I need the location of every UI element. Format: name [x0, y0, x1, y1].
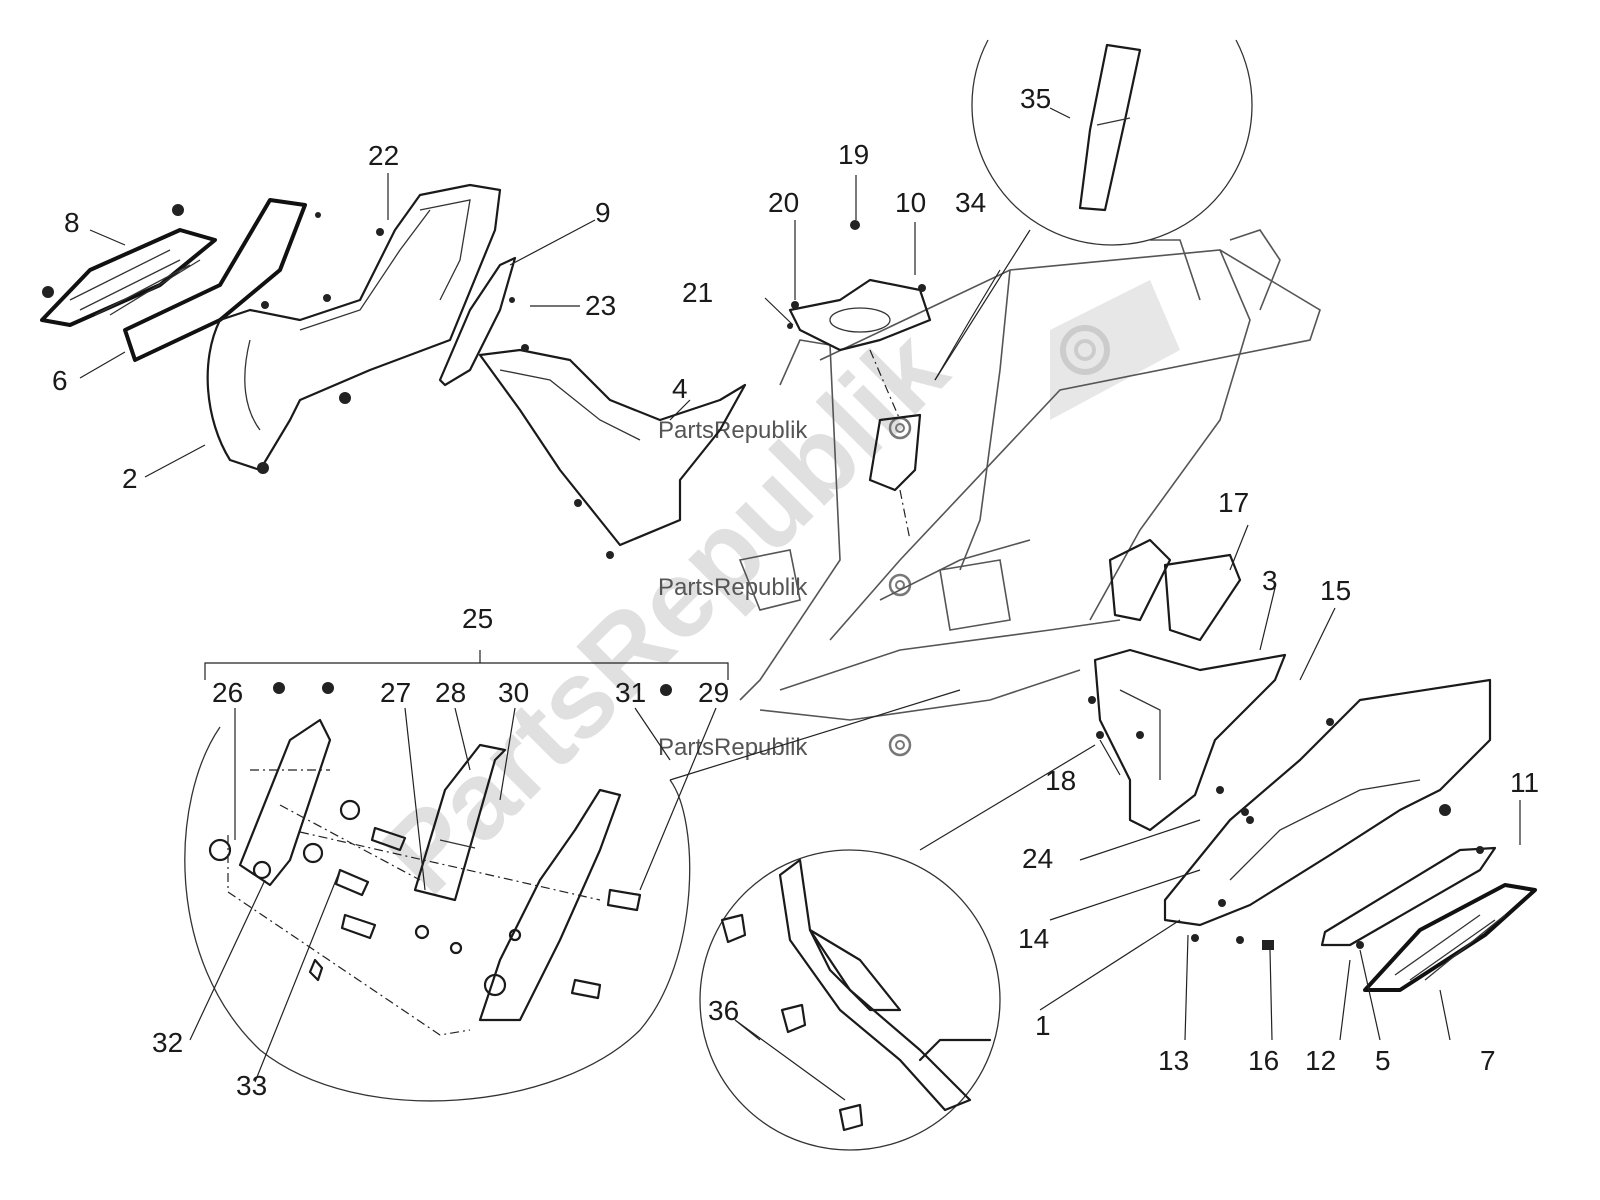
part-26-bracket: [238, 718, 332, 887]
callout-32: 32: [152, 1027, 183, 1058]
part-2-front-shield: [206, 183, 502, 474]
part-17-bracket: [1108, 538, 1242, 642]
callout-22: 22: [368, 140, 399, 171]
part-36-floor-detail: [778, 858, 972, 1112]
callout-12: 12: [1305, 1045, 1336, 1076]
part-30-cover: [478, 788, 622, 1022]
gear-icon: [1060, 325, 1110, 375]
callout-13: 13: [1158, 1045, 1189, 1076]
callout-35: 35: [1020, 83, 1051, 114]
callout-33: 33: [236, 1070, 267, 1101]
part-9-panel: [438, 256, 517, 387]
detail-circle-bottom: [699, 744, 1096, 1151]
callout-27: 27: [380, 677, 411, 708]
watermark-small-3: PartsRepublik: [658, 733, 912, 761]
callout-29: 29: [698, 677, 729, 708]
callout-26: 26: [212, 677, 243, 708]
callout-21: 21: [682, 277, 713, 308]
detail-circle-25: [184, 650, 961, 1102]
callout-7: 7: [1480, 1045, 1496, 1076]
callout-30: 30: [498, 677, 529, 708]
leader-lines: [79, 107, 1521, 1083]
callout-25: 25: [462, 603, 493, 634]
part-5-strip: [1320, 846, 1497, 947]
callout-labels: 1 2 3 4 5 6 7 8 9 10 11 12 13 14 15 16 1…: [52, 83, 1539, 1101]
callout-10: 10: [895, 187, 926, 218]
watermark-large-text: PartsRepublik: [360, 306, 971, 917]
detail-circle-top: [934, 39, 1253, 381]
part-35-trim: [1078, 43, 1142, 212]
part-6-side-panel: [123, 198, 307, 362]
callout-18: 18: [1045, 765, 1076, 796]
callout-17: 17: [1218, 487, 1249, 518]
watermark-small-text-3: PartsRepublik: [658, 734, 808, 761]
callout-31: 31: [615, 677, 646, 708]
watermark-flag-icon: [1050, 280, 1180, 420]
screws: [315, 212, 1484, 950]
callout-11: 11: [1510, 767, 1539, 798]
callout-4: 4: [672, 373, 688, 404]
callout-28: 28: [435, 677, 466, 708]
callout-23: 23: [585, 290, 616, 321]
callout-36: 36: [708, 995, 739, 1026]
callout-8: 8: [64, 207, 80, 238]
callout-19: 19: [838, 139, 869, 170]
gear-icon: [888, 573, 912, 597]
watermark-small-text-1: PartsRepublik: [658, 417, 808, 444]
watermark-small-2: PartsRepublik: [658, 573, 912, 601]
part-34-bracket: [868, 413, 922, 492]
part-1-floor-panel: [1163, 678, 1492, 927]
part-8-grille: [40, 204, 217, 327]
callout-1: 1: [1035, 1010, 1051, 1041]
callout-5: 5: [1375, 1045, 1391, 1076]
watermark-small-text-2: PartsRepublik: [658, 574, 808, 601]
part-7-grille: [1363, 883, 1537, 992]
gear-icon: [888, 733, 912, 757]
callout-14: 14: [1018, 923, 1049, 954]
watermark-small-1: PartsRepublik: [658, 416, 912, 444]
callout-9: 9: [595, 197, 611, 228]
callout-24: 24: [1022, 843, 1053, 874]
callout-34: 34: [955, 187, 986, 218]
callout-2: 2: [122, 463, 138, 494]
part-10-upper-cover: [788, 278, 932, 352]
part-4-leg-shield: [478, 344, 747, 559]
part-3-side-cover: [1093, 648, 1287, 832]
frame-chassis: [738, 229, 1321, 721]
part-28-trim: [413, 743, 507, 902]
callout-15: 15: [1320, 575, 1351, 606]
callout-16: 16: [1248, 1045, 1279, 1076]
callout-6: 6: [52, 365, 68, 396]
callout-3: 3: [1262, 565, 1278, 596]
callout-20: 20: [768, 187, 799, 218]
